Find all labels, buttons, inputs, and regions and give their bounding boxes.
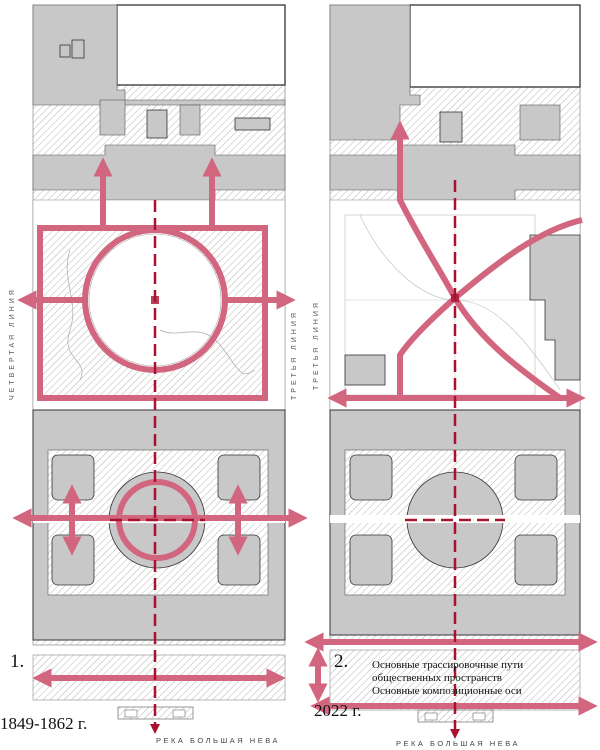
legend-routes-line2: общественных пространств	[372, 672, 502, 684]
left-street-label-right: ТРЕТЬЯ ЛИНИЯ	[291, 310, 298, 400]
right-white-block	[409, 4, 581, 88]
left-panel-number: 1.	[10, 651, 24, 672]
legend-routes-line1: Основные трассировочные пути	[372, 659, 523, 671]
right-street-label: ТРЕТЬЯ ЛИНИЯ	[313, 300, 320, 390]
left-panel-year: 1849-1862 г.	[0, 714, 87, 733]
left-routes	[12, 157, 308, 688]
river-label: РЕКА БОЛЬШАЯ НЕВА	[156, 736, 280, 745]
right-plan	[304, 4, 598, 739]
legend: Основные трассировочные пути общественны…	[372, 659, 523, 697]
right-axes	[405, 180, 505, 739]
left-street-label: ЧЕТВЕРТАЯ ЛИНИЯ	[9, 287, 16, 400]
left-white-block	[116, 4, 286, 86]
right-panel-year: 2022 г.	[314, 701, 362, 720]
right-panel-number: 2.	[334, 651, 348, 672]
left-plan	[12, 4, 308, 734]
river-label-right: РЕКА БОЛЬШАЯ НЕВА	[396, 739, 520, 748]
left-axes	[110, 200, 205, 734]
legend-axes: Основные композиционные оси	[372, 685, 522, 697]
right-route-diagonal-b	[397, 217, 583, 398]
